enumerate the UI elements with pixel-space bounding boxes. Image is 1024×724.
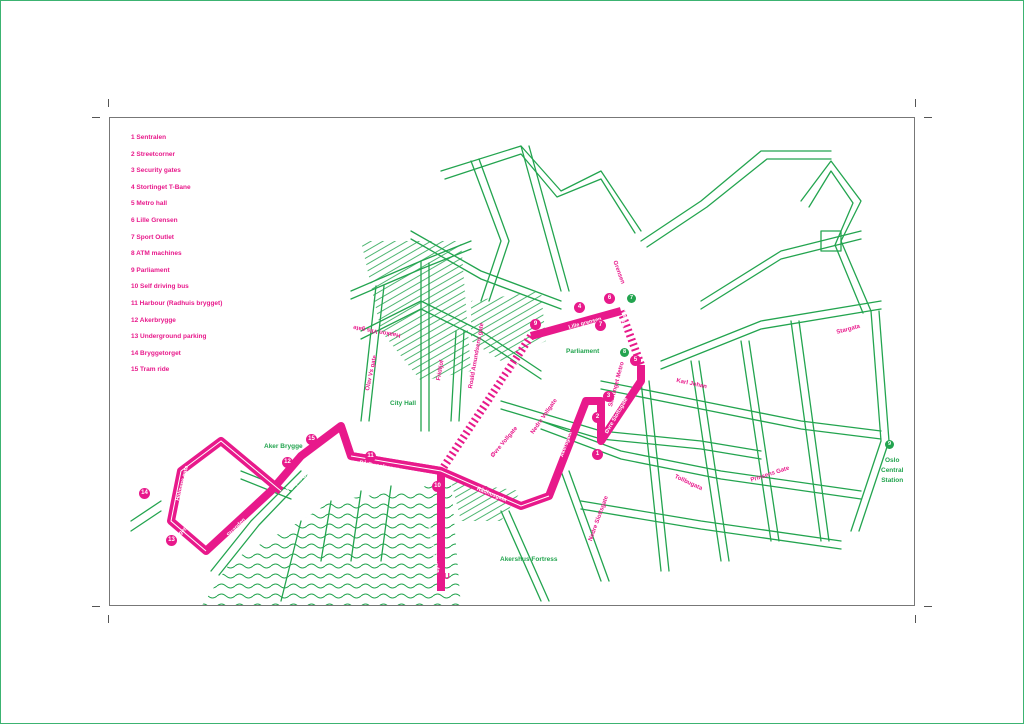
- street-map: [130, 145, 890, 605]
- legend-item: 7 Sport Outlet: [131, 233, 174, 241]
- station-label-line: Station: [881, 477, 904, 484]
- place-label-parliament: Parliament: [566, 348, 600, 355]
- tour-route-inner: [170, 440, 550, 552]
- route-marker-4[interactable]: 4: [574, 302, 585, 313]
- street-network: [130, 145, 890, 602]
- map-frame: [109, 117, 915, 606]
- crop-mark: [108, 99, 109, 107]
- legend-item: 14 Bryggetorget: [131, 349, 181, 357]
- place-label-aker-brygge: Aker Brygge: [264, 443, 303, 450]
- route-marker-12[interactable]: 12: [282, 457, 293, 468]
- station-label-line: Central: [881, 467, 904, 474]
- crop-mark: [92, 606, 100, 607]
- tour-route-dashed: [437, 309, 645, 474]
- route-label-c: c: [633, 390, 637, 396]
- park-hatch-area: [471, 291, 546, 361]
- route-marker-7[interactable]: 7: [595, 320, 606, 331]
- legend-item: 5 Metro hall: [131, 200, 168, 208]
- route-marker-15[interactable]: 15: [306, 434, 317, 445]
- route-marker-6[interactable]: 6: [604, 293, 615, 304]
- crop-mark: [915, 615, 916, 623]
- legend-item: 11 Harbour (Radhuis brygget): [131, 300, 223, 307]
- route-marker-11[interactable]: 11: [365, 451, 376, 462]
- route-marker-13[interactable]: 13: [166, 535, 177, 546]
- crop-mark: [924, 606, 932, 607]
- crop-mark: [108, 615, 109, 623]
- route-marker-5[interactable]: 5: [630, 355, 641, 366]
- legend-item: 13 Underground parking: [131, 333, 207, 341]
- harbour-water: [202, 481, 461, 605]
- green-marker-9[interactable]: 9: [885, 440, 894, 449]
- route-end-marker: U: [444, 572, 450, 581]
- legend-item: 12 Akerbrygge: [131, 316, 176, 324]
- park-hatch-area: [451, 481, 521, 521]
- place-label-city-hall: City Hall: [390, 400, 417, 407]
- green-marker-8[interactable]: 8: [620, 348, 629, 357]
- station-label-line: Oslo: [884, 457, 900, 464]
- legend-item: 15 Tram ride: [131, 366, 170, 374]
- legend-item: 9 Parliament: [131, 266, 170, 274]
- route-marker-14[interactable]: 14: [139, 488, 150, 499]
- route-marker-3[interactable]: 3: [603, 391, 614, 402]
- legend-item: 8 ATM machines: [131, 250, 182, 258]
- legend-item: 10 Self driving bus: [131, 283, 189, 291]
- legend-item: 2 Streetcorner: [131, 150, 176, 158]
- legend-item: 1 Sentralen: [131, 134, 167, 141]
- place-label-oslo-central-station: Oslo Central Station: [881, 456, 903, 486]
- green-marker-7[interactable]: 7: [627, 294, 636, 303]
- legend-item: 4 Stortinget T-Bane: [131, 183, 191, 191]
- route-marker-9[interactable]: 9: [530, 319, 541, 330]
- place-label-akershus-fortress: Akershus Fortress: [500, 556, 558, 563]
- legend-item: 3 Security gates: [131, 167, 181, 175]
- crop-mark: [915, 99, 916, 107]
- crop-mark: [924, 117, 932, 118]
- crop-mark: [92, 117, 100, 118]
- legend-item: 6 Lille Grensen: [131, 217, 178, 224]
- route-marker-1[interactable]: 1: [592, 449, 603, 460]
- route-marker-2[interactable]: 2: [592, 412, 603, 423]
- route-marker-10[interactable]: 10: [432, 481, 443, 492]
